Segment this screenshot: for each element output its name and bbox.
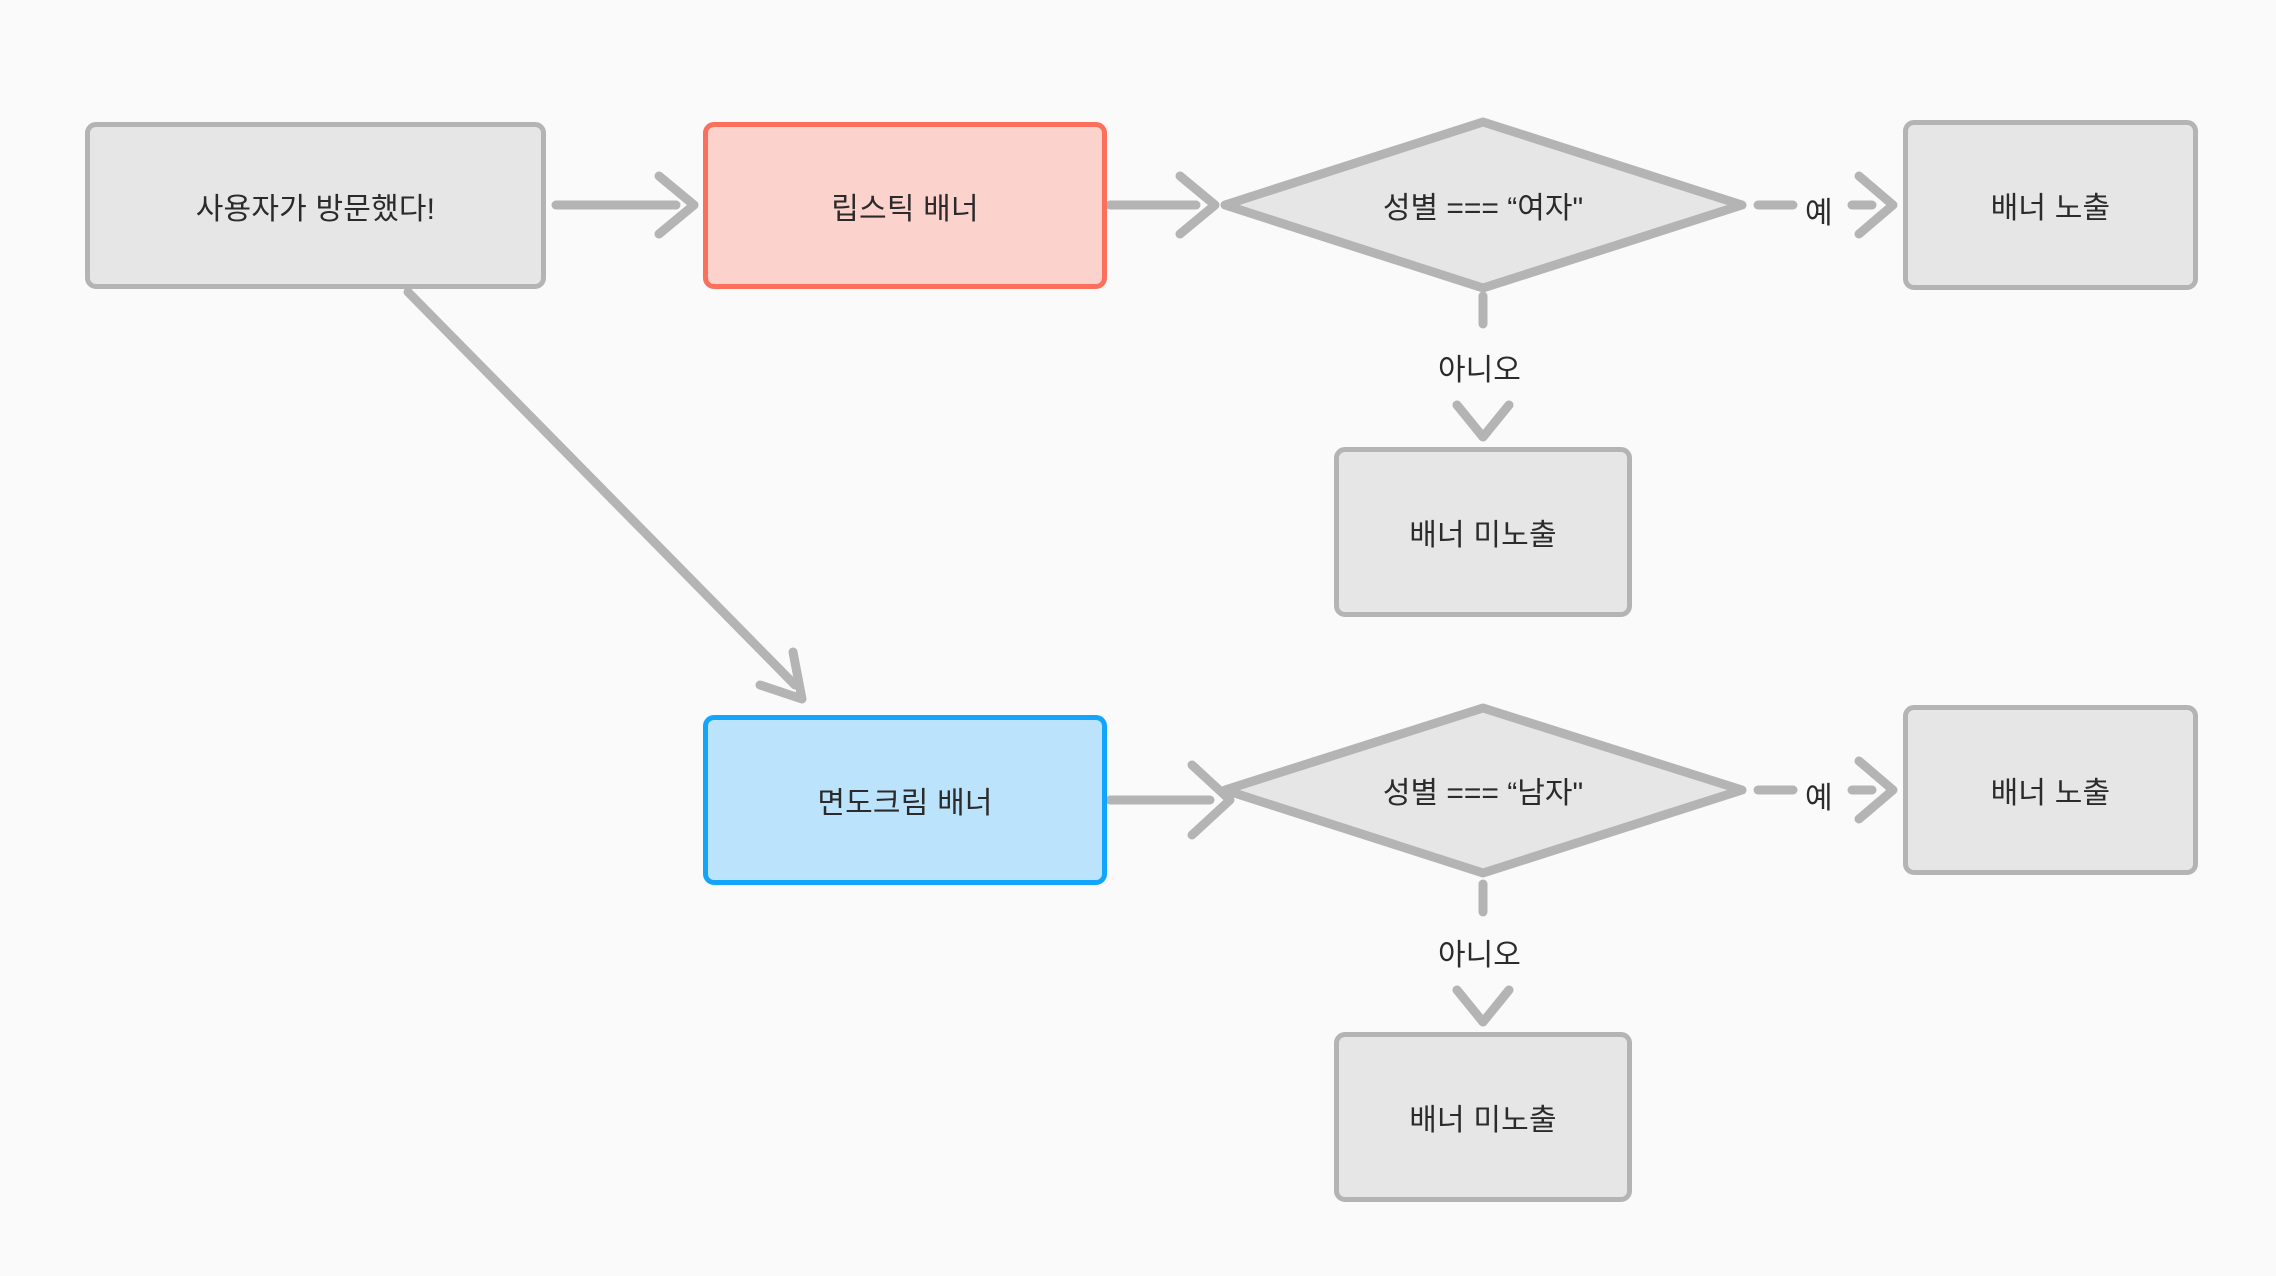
edge-decision-male-yes <box>1753 756 1898 824</box>
node-shaving-cream-banner[interactable]: 면도크림 배너 <box>703 715 1107 885</box>
edge-label-no-female: 아니오 <box>1438 345 1521 389</box>
edge-label-yes-female-text: 예 <box>1805 197 1833 230</box>
edge-label-yes-female: 예 <box>1805 188 1833 232</box>
node-lipstick-banner[interactable]: 립스틱 배너 <box>703 122 1107 289</box>
node-show-banner-female-label: 배너 노출 <box>1990 192 2111 225</box>
node-hide-banner-female[interactable]: 배너 미노출 <box>1334 447 1632 617</box>
node-show-banner-female[interactable]: 배너 노출 <box>1903 120 2198 290</box>
edge-decision-female-no <box>1452 291 1514 442</box>
edge-label-no-male-text: 아니오 <box>1438 939 1521 972</box>
node-lipstick-banner-label: 립스틱 배너 <box>831 192 979 226</box>
node-hide-banner-male[interactable]: 배너 미노출 <box>1334 1032 1632 1202</box>
edge-label-yes-male-text: 예 <box>1805 782 1833 815</box>
decision-female-diamond[interactable] <box>1220 117 1747 293</box>
node-start[interactable]: 사용자가 방문했다! <box>85 122 546 289</box>
node-show-banner-male[interactable]: 배너 노출 <box>1903 705 2198 875</box>
edge-label-no-male: 아니오 <box>1438 930 1521 974</box>
node-hide-banner-female-label: 배너 미노출 <box>1409 519 1557 552</box>
edge-start-to-lipstick <box>551 171 699 239</box>
edge-decision-female-yes <box>1753 171 1898 239</box>
edge-shaving-cream-to-decision-male <box>1105 760 1235 840</box>
node-hide-banner-male-label: 배너 미노출 <box>1409 1104 1557 1137</box>
edge-lipstick-to-decision-female <box>1105 171 1220 239</box>
edge-decision-male-no <box>1452 879 1514 1027</box>
decision-male-diamond[interactable] <box>1220 703 1747 878</box>
edge-label-no-female-text: 아니오 <box>1438 354 1521 387</box>
node-shaving-cream-banner-label: 면도크림 배너 <box>817 787 993 820</box>
node-show-banner-male-label: 배너 노출 <box>1990 777 2111 810</box>
node-start-label: 사용자가 방문했다! <box>195 192 436 226</box>
edge-start-to-shaving-cream <box>403 287 807 704</box>
edge-label-yes-male: 예 <box>1805 773 1833 817</box>
